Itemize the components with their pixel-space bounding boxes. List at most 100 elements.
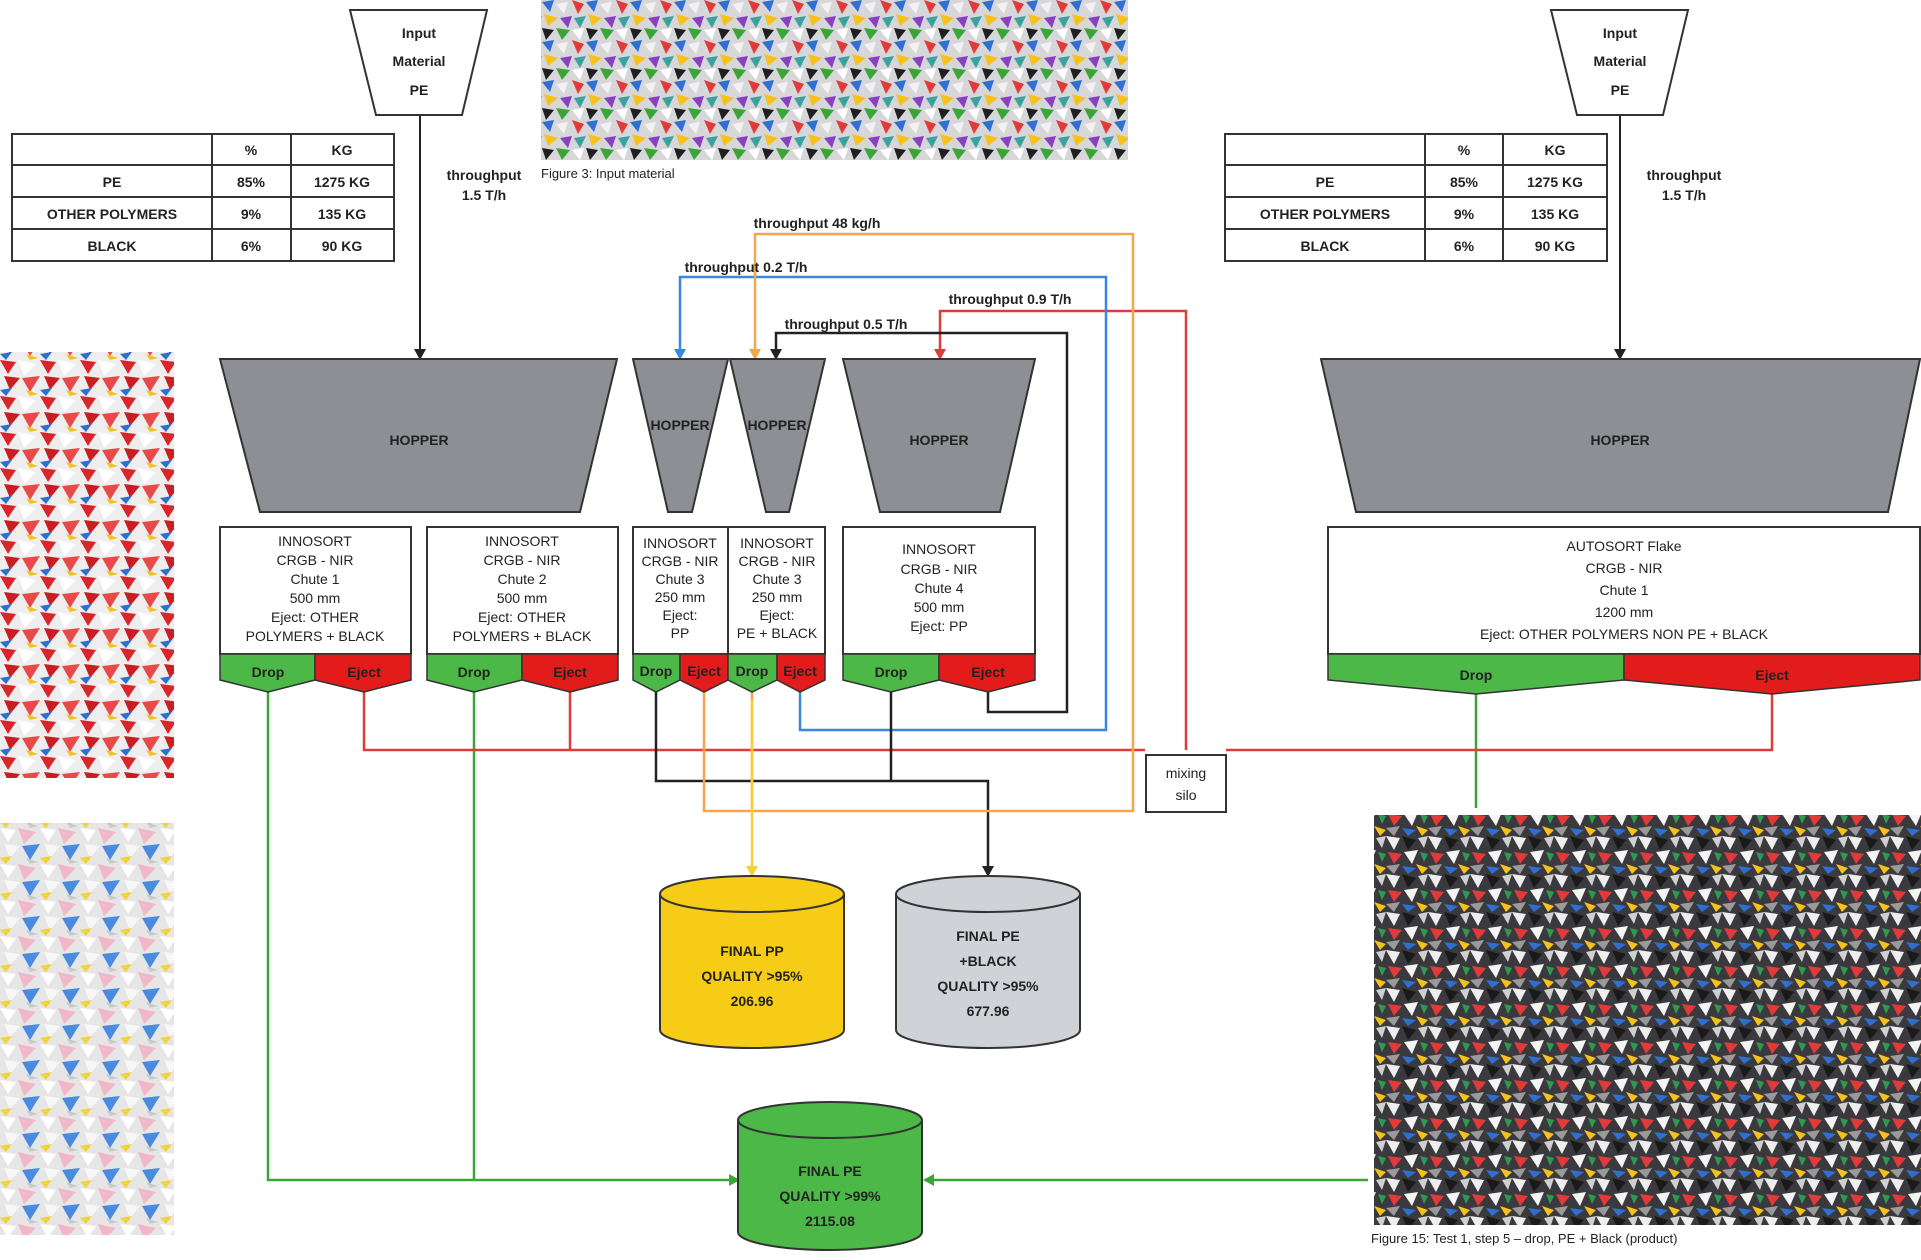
input-material-right: Input Material PE <box>1549 9 1690 116</box>
svg-text:HOPPER: HOPPER <box>747 417 806 433</box>
table-cell: 135 KG <box>318 206 366 222</box>
svg-text:POLYMERS + BLACK: POLYMERS + BLACK <box>246 628 385 644</box>
eject-label: Eject <box>347 664 381 680</box>
svg-text:AUTOSORT Flake: AUTOSORT Flake <box>1566 538 1681 554</box>
sorter-chute4: INNOSORT CRGB - NIR Chute 4 500 mm Eject… <box>842 526 1036 655</box>
outlet-chute1: Drop Eject <box>219 653 412 693</box>
outlet-chute3b: Drop Eject <box>727 653 826 693</box>
svg-text:Eject: OTHER: Eject: OTHER <box>271 609 359 625</box>
svg-text:CRGB - NIR: CRGB - NIR <box>484 552 561 568</box>
throughput-orange-label: throughput 48 kg/h <box>754 215 881 231</box>
drop-label: Drop <box>1460 667 1493 683</box>
throughput-right-value: 1.5 T/h <box>1662 187 1706 203</box>
table-cell: PE <box>103 174 122 190</box>
svg-text:INNOSORT: INNOSORT <box>278 533 352 549</box>
hopper-small-2: HOPPER <box>728 358 827 513</box>
svg-text:HOPPER: HOPPER <box>909 432 968 448</box>
svg-text:500 mm: 500 mm <box>290 590 341 606</box>
svg-text:FINAL PE: FINAL PE <box>956 928 1020 944</box>
svg-text:206.96: 206.96 <box>731 993 774 1009</box>
sorter-chute2: INNOSORT CRGB - NIR Chute 2 500 mm Eject… <box>426 526 619 655</box>
svg-text:FINAL PP: FINAL PP <box>720 943 784 959</box>
svg-text:Material: Material <box>1594 53 1647 69</box>
table-header: KG <box>332 142 353 158</box>
table-cell: 9% <box>241 206 262 222</box>
table-header: KG <box>1545 142 1566 158</box>
green-line-chute1 <box>266 690 737 1182</box>
outlet-chute2: Drop Eject <box>426 653 619 693</box>
throughput-black-label: throughput 0.5 T/h <box>785 316 908 332</box>
svg-text:Input: Input <box>402 25 437 41</box>
svg-text:HOPPER: HOPPER <box>1590 432 1649 448</box>
svg-text:INNOSORT: INNOSORT <box>485 533 559 549</box>
drop-label: Drop <box>736 663 769 679</box>
svg-text:Eject: PP: Eject: PP <box>910 618 968 634</box>
svg-text:Chute 2: Chute 2 <box>497 571 546 587</box>
drop-label: Drop <box>252 664 285 680</box>
svg-text:+BLACK: +BLACK <box>959 953 1016 969</box>
sorter-chute1: INNOSORT CRGB - NIR Chute 1 500 mm Eject… <box>219 526 412 655</box>
svg-text:CRGB - NIR: CRGB - NIR <box>642 553 719 569</box>
svg-text:silo: silo <box>1175 787 1196 803</box>
eject-label: Eject <box>553 664 587 680</box>
svg-text:HOPPER: HOPPER <box>389 432 448 448</box>
connector-lines <box>266 115 1774 1182</box>
composition-table-left-text: % KG PE 85% 1275 KG OTHER POLYMERS 9% 13… <box>47 142 370 254</box>
tank-final-pe: FINAL PE QUALITY >99% 2115.08 <box>737 1101 923 1251</box>
table-cell: 85% <box>237 174 266 190</box>
table-cell: OTHER POLYMERS <box>1260 206 1390 222</box>
svg-text:Eject:: Eject: <box>662 607 697 623</box>
blue-line-recirculation <box>678 275 1108 732</box>
black-line-to-pe-black <box>654 690 990 874</box>
input-material-photo <box>541 0 1128 160</box>
svg-text:INNOSORT: INNOSORT <box>902 541 976 557</box>
table-header: % <box>245 142 258 158</box>
red-line-eject-chute1 <box>362 690 1145 752</box>
svg-text:500 mm: 500 mm <box>497 590 548 606</box>
drop-white-flakes-photo <box>0 823 174 1235</box>
svg-text:PE + BLACK: PE + BLACK <box>737 625 818 641</box>
svg-text:Chute 1: Chute 1 <box>290 571 339 587</box>
svg-text:HOPPER: HOPPER <box>650 417 709 433</box>
hopper-chute4: HOPPER <box>841 358 1037 513</box>
throughput-red-label: throughput 0.9 T/h <box>949 291 1072 307</box>
svg-text:INNOSORT: INNOSORT <box>740 535 814 551</box>
table-cell: 1275 KG <box>314 174 370 190</box>
hopper-main-right: HOPPER <box>1319 358 1921 513</box>
svg-text:QUALITY >95%: QUALITY >95% <box>937 978 1039 994</box>
svg-text:677.96: 677.96 <box>967 1003 1010 1019</box>
eject-label: Eject <box>783 663 817 679</box>
svg-text:Eject: OTHER POLYMERS NON PE +: Eject: OTHER POLYMERS NON PE + BLACK <box>1480 626 1769 642</box>
hopper-small-1: HOPPER <box>631 358 730 513</box>
svg-text:PE: PE <box>410 82 429 98</box>
svg-text:mixing: mixing <box>1166 765 1206 781</box>
svg-text:QUALITY >99%: QUALITY >99% <box>779 1188 881 1204</box>
svg-text:Chute 3: Chute 3 <box>752 571 801 587</box>
svg-text:Chute 3: Chute 3 <box>655 571 704 587</box>
hopper-main-left: HOPPER <box>218 358 619 513</box>
svg-text:Chute 1: Chute 1 <box>1599 582 1648 598</box>
table-cell: OTHER POLYMERS <box>47 206 177 222</box>
svg-text:PE: PE <box>1611 82 1630 98</box>
outlet-autosort: Drop Eject <box>1327 653 1921 695</box>
eject-label: Eject <box>687 663 721 679</box>
svg-text:CRGB - NIR: CRGB - NIR <box>277 552 354 568</box>
table-cell: 85% <box>1450 174 1479 190</box>
svg-text:Chute 4: Chute 4 <box>914 580 963 596</box>
svg-text:250 mm: 250 mm <box>752 589 803 605</box>
composition-table-right-text: % KG PE 85% 1275 KG OTHER POLYMERS 9% 13… <box>1260 142 1583 254</box>
table-cell: BLACK <box>1301 238 1350 254</box>
table-cell: 9% <box>1454 206 1475 222</box>
throughput-left-label: throughput <box>447 167 522 183</box>
outlet-chute3a: Drop Eject <box>632 653 729 693</box>
orange-line-recirculation <box>702 232 1135 813</box>
sorter-autosort: AUTOSORT Flake CRGB - NIR Chute 1 1200 m… <box>1327 526 1921 655</box>
tank-final-pe-black: FINAL PE +BLACK QUALITY >95% 677.96 <box>895 875 1081 1049</box>
svg-text:CRGB - NIR: CRGB - NIR <box>1586 560 1663 576</box>
sorter-chute3a: INNOSORT CRGB - NIR Chute 3 250 mm Eject… <box>632 526 729 655</box>
outlet-chute4: Drop Eject <box>842 653 1036 693</box>
svg-text:Eject: OTHER: Eject: OTHER <box>478 609 566 625</box>
throughput-right-label: throughput <box>1647 167 1722 183</box>
svg-text:1200 mm: 1200 mm <box>1595 604 1653 620</box>
